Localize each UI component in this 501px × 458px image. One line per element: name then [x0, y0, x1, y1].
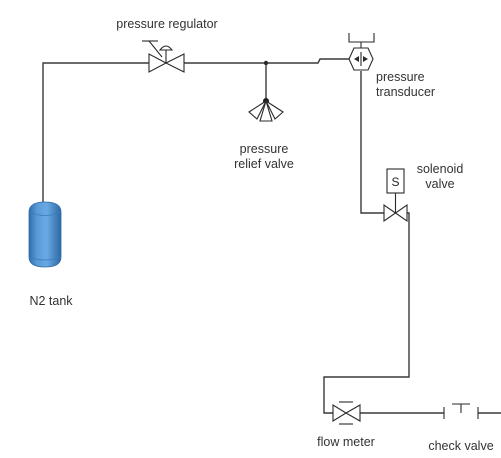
regulator-body-right — [164, 53, 185, 73]
regulator-dome — [158, 45, 174, 51]
n2-tank[interactable] — [28, 201, 62, 268]
relief-valve-right-wing — [264, 99, 284, 120]
flow-meter-label: flow meter — [317, 435, 375, 449]
relief-valve-bottom-wing — [259, 99, 273, 122]
n2-tank-bottom-cap — [28, 256, 62, 261]
n2-tank-top-cap — [28, 211, 62, 216]
pressure-transducer-label-line2: transducer — [376, 85, 435, 99]
pressure-regulator-label: pressure regulator — [116, 17, 217, 31]
solenoid-body-left — [383, 203, 397, 223]
relief-valve-left-wing — [248, 99, 268, 120]
solenoid-valve[interactable]: S — [383, 168, 408, 223]
pressure-transducer[interactable] — [348, 33, 375, 71]
solenoid-body-right — [394, 203, 408, 223]
check-valve[interactable] — [443, 403, 479, 419]
solenoid-actuator-letter: S — [391, 175, 399, 189]
pressure-relief-valve[interactable] — [248, 60, 284, 122]
transducer-inner-arrow-right — [363, 56, 368, 62]
regulator-sensing-line — [148, 40, 163, 58]
pressure-relief-valve-label-line2: relief valve — [234, 157, 294, 171]
solenoid-valve-label-line1: solenoid — [417, 162, 464, 176]
pipe-tank-to-regulator — [42, 62, 149, 205]
regulator-body-left — [148, 53, 168, 73]
solenoid-valve-label-line2: valve — [425, 177, 454, 191]
flow-meter-body-right — [344, 404, 361, 422]
pressure-relief-valve-label-line1: pressure — [240, 142, 289, 156]
piping — [42, 58, 501, 414]
pressure-regulator[interactable] — [142, 40, 185, 73]
transducer-top-bracket — [348, 33, 375, 43]
n2-tank-label: N2 tank — [29, 294, 73, 308]
pressure-transducer-label-line1: pressure — [376, 70, 425, 84]
relief-valve-junction — [263, 60, 269, 66]
pipe-regulator-to-transducer — [184, 58, 350, 64]
check-valve-label: check valve — [428, 439, 493, 453]
pipe-solenoid-to-flowmeter — [323, 212, 410, 414]
flow-meter-body-left — [332, 404, 348, 422]
transducer-inner-arrow-left — [354, 56, 359, 62]
pipe-transducer-to-solenoid — [360, 71, 384, 214]
flow-meter[interactable] — [332, 401, 361, 425]
n2-tank-body — [28, 201, 62, 268]
